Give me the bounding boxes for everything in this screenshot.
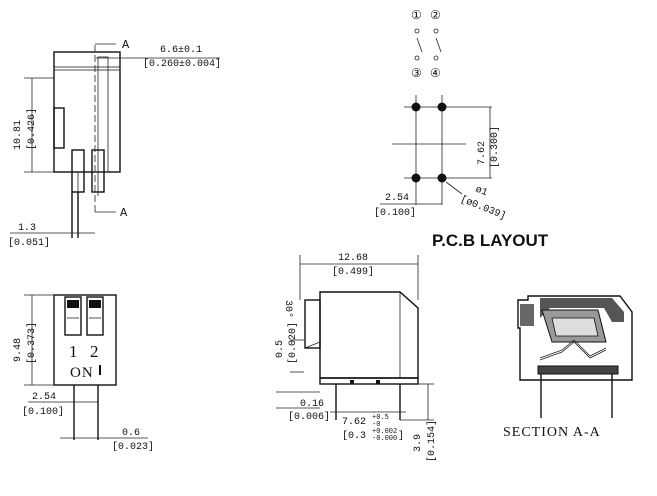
section-housing (517, 295, 633, 381)
front-view-body (319, 291, 419, 379)
switch-blade (416, 37, 423, 53)
pcb-layout-title: P.C.B LAYOUT (432, 231, 549, 250)
pin-1-label: ① (411, 9, 422, 23)
contact-dot (433, 55, 439, 61)
switch-blade (435, 37, 442, 53)
front-view: 12.68 [0.499] 30° 0.5 [0.020] 0.16 [0.00… (275, 253, 438, 462)
front-view-lever-tip (304, 341, 321, 349)
top-view-actuator-right (86, 296, 104, 336)
pin-dim-in: [0.051] (8, 237, 50, 249)
front-row-tol-minus: -0 (372, 421, 380, 429)
pcb-layout: 7.62 [0.300] 2.54 [0.100] ø1 [ø0.039] P.… (374, 95, 549, 250)
contact-dot (433, 28, 439, 34)
front-row-dim-in: [0.3 (342, 430, 366, 442)
front-row-tol-plus: +0.5 (372, 414, 389, 422)
top-view-actuator-knob-right (89, 300, 101, 308)
pin-3-label: ③ (411, 67, 422, 81)
front-length-dim-mm: 12.68 (338, 253, 368, 264)
side-view: A A 6.6±0.1 [0.260±0.004] 10.81 [0.426] … (8, 38, 221, 249)
pin-dim-mm: 1.3 (18, 223, 36, 234)
standoff-dim-in: [0.006] (288, 411, 330, 423)
pcb-row-dim-in: [0.300] (489, 126, 501, 168)
top-view-actuator-knob-left (67, 300, 79, 308)
contact-dot (414, 28, 420, 34)
pin-len-dim-mm: 3.9 (413, 434, 424, 452)
front-view-pin-mark (350, 380, 354, 384)
side-view-side-tab (53, 107, 65, 149)
pcb-hole-dim-mm: ø1 (474, 185, 489, 200)
section-title: SECTION A-A (503, 425, 601, 440)
front-view-pin-mark (376, 380, 380, 384)
section-actuator-core (551, 317, 599, 337)
pcb-hole (411, 102, 421, 112)
offset-dim-mm: 0.5 (275, 340, 286, 358)
switch-number-1: 1 (69, 342, 79, 361)
height-dim-mm: 10.81 (13, 120, 24, 150)
top-view: 1 2 ON 9.48 [0.373] 2.54 [0.100] 0.6 [0.… (13, 294, 154, 453)
front-row-in-close: ] (398, 430, 404, 442)
pcb-hole (437, 102, 447, 112)
top-view-body (53, 294, 117, 386)
pin-2-label: ② (430, 9, 441, 23)
front-row-in-tol-plus: +0.002 (372, 428, 397, 436)
lever-angle: 30° (282, 300, 294, 318)
pin-len-dim-in: [0.154] (426, 420, 438, 462)
pcb-hole (437, 173, 447, 183)
offset-dim-in: [0.020] (287, 322, 299, 364)
top-pitch-dim-in: [0.100] (22, 406, 64, 418)
pcb-hole-leader (445, 181, 463, 195)
pcb-pitch-dim-in: [0.100] (374, 207, 416, 219)
top-pin-dim-mm: 0.6 (122, 428, 140, 439)
section-view: SECTION A-A (503, 295, 633, 440)
top-height-dim-in: [0.373] (26, 322, 38, 364)
switch-number-2: 2 (90, 342, 100, 361)
section-contact-spring (539, 339, 607, 359)
top-height-dim-mm: 9.48 (13, 338, 24, 362)
section-housing-hatch (520, 304, 534, 326)
section-base (537, 365, 619, 375)
on-marking: ON (70, 365, 94, 381)
side-view-inner-channel (97, 56, 109, 173)
standoff-dim-mm: 0.16 (300, 399, 324, 410)
contact-dot (414, 55, 420, 61)
width-dim-in: [0.260±0.004] (143, 58, 221, 70)
section-housing-hatch (540, 298, 624, 322)
section-mark-top: A (122, 38, 130, 52)
front-view-base (319, 377, 419, 385)
section-mark-bottom: A (120, 206, 128, 220)
front-row-in-tol-minus: -0.000 (372, 435, 397, 443)
front-row-dim-mm: 7.62 (342, 417, 366, 428)
front-length-dim-in: [0.499] (332, 266, 374, 278)
top-pin-dim-in: [0.023] (112, 441, 154, 453)
front-view-lever (304, 299, 321, 349)
height-dim-in: [0.426] (26, 108, 38, 150)
top-pitch-dim-mm: 2.54 (32, 392, 56, 403)
side-view-top-band (53, 66, 121, 71)
pcb-pitch-dim-mm: 2.54 (385, 193, 409, 204)
pin-4-label: ④ (430, 67, 441, 81)
pcb-row-dim-mm: 7.62 (477, 141, 488, 165)
switch-schematic: ① ② ③ ④ (411, 9, 442, 81)
section-contact-spring (539, 341, 607, 361)
width-dim-mm: 6.6±0.1 (160, 45, 202, 56)
pcb-hole (411, 173, 421, 183)
top-view-actuator-left (64, 296, 82, 336)
